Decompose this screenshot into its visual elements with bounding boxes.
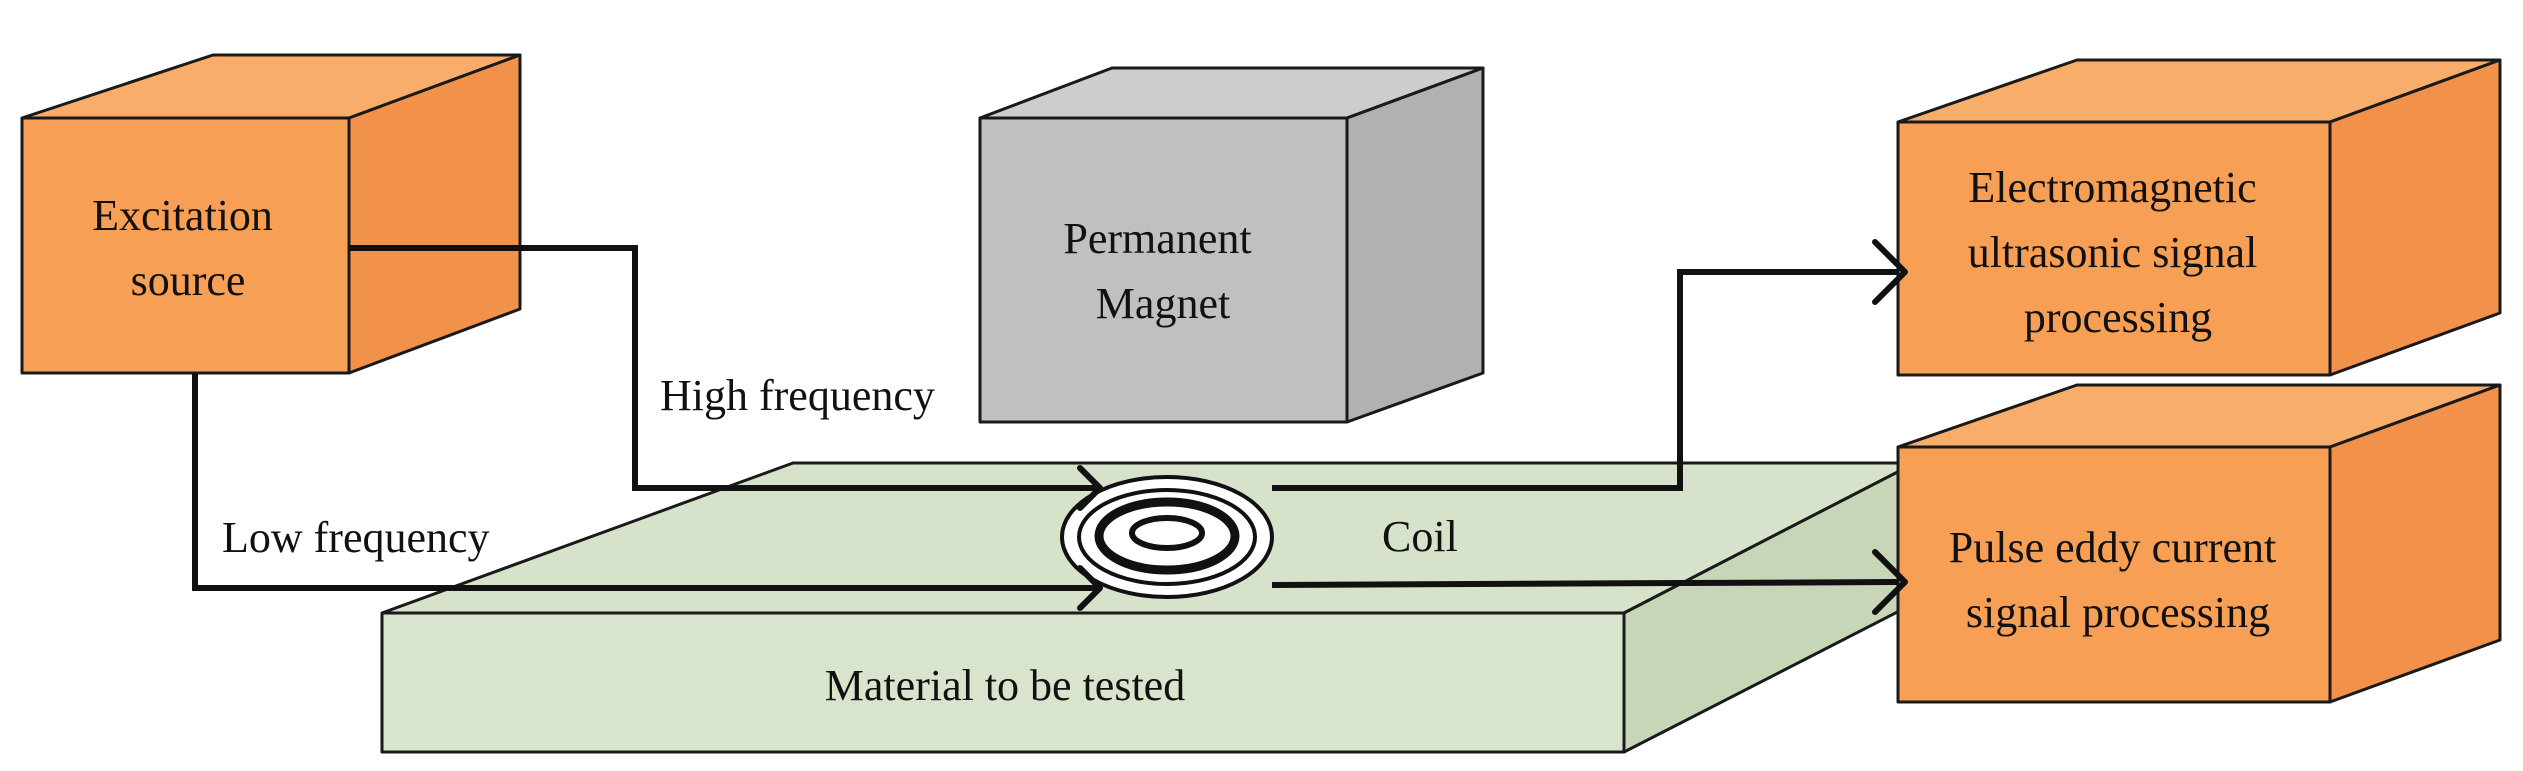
coil-middle-ring [1094, 497, 1240, 575]
material-slab: Material to be tested [380, 461, 1917, 754]
low-frequency-wire-out [1271, 579, 1899, 588]
high-frequency-signal-path: High frequency [349, 239, 1908, 511]
low-frequency-label: Low frequency [222, 513, 490, 562]
eddy-processing-block: Pulse eddy current signal processing [1896, 383, 2502, 704]
coil-outer-ring-inner-edge [1077, 488, 1257, 586]
material-label: Material to be tested [825, 661, 1185, 710]
low-frequency-arrow-into-coil [1077, 565, 1103, 611]
excitation-front-face [20, 116, 351, 375]
magnet-side-face [1345, 66, 1485, 424]
eddy-input-arrowhead [1872, 549, 1908, 615]
high-frequency-arrow-into-coil [1077, 465, 1103, 511]
eddy-label: Pulse eddy current signal processing [1949, 523, 2287, 637]
emat-input-arrowhead [1872, 239, 1908, 305]
magnet-label: Permanent Magnet [1063, 214, 1262, 328]
high-frequency-wire-in [349, 245, 1100, 491]
low-frequency-wire-in [192, 373, 1100, 591]
high-frequency-wire-out [1272, 269, 1898, 491]
eddy-front-face [1896, 445, 2332, 704]
coil [1060, 475, 1274, 599]
coil-label: Coil [1382, 512, 1458, 561]
emat-side-face [2328, 58, 2502, 377]
magnet-front-face [978, 116, 1349, 424]
excitation-side-face [347, 53, 522, 375]
low-frequency-signal-path: Low frequency [192, 373, 1908, 615]
coil-inner-ring [1129, 515, 1205, 551]
excitation-label: Excitation source [92, 191, 284, 305]
eddy-side-face [2328, 383, 2502, 704]
permanent-magnet-block: Permanent Magnet [978, 66, 1485, 424]
high-frequency-label: High frequency [660, 371, 935, 420]
emat-processing-block: Electromagnetic ultrasonic signal proces… [1896, 58, 2502, 377]
excitation-source-block: Excitation source [20, 53, 522, 375]
coil-outer-ring [1060, 475, 1274, 599]
emat-label: Electromagnetic ultrasonic signal proces… [1968, 163, 2269, 342]
